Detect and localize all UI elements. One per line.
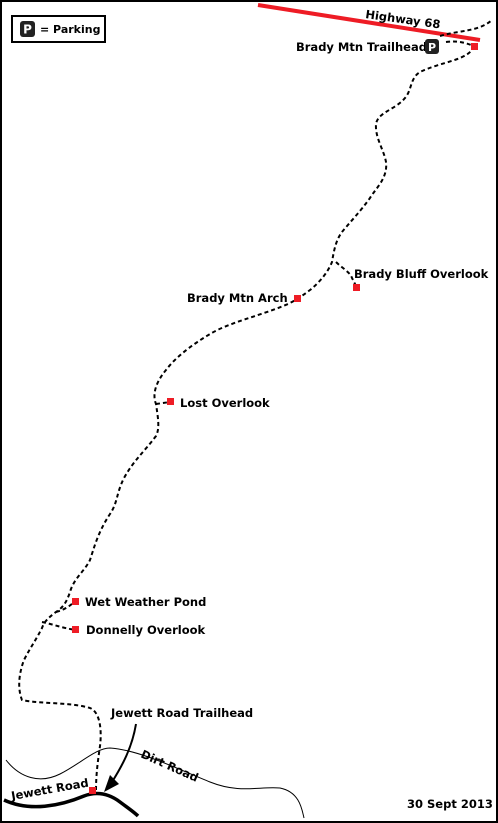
lost-overlook-label: Lost Overlook — [180, 396, 270, 410]
map-date: 30 Sept 2013 — [407, 797, 493, 811]
main-trail — [18, 45, 475, 791]
legend: P = Parking — [11, 15, 106, 43]
arch-label: Brady Mtn Arch — [187, 291, 288, 305]
bluff-overlook-marker — [353, 284, 360, 291]
dirt-road-label: Dirt Road — [139, 747, 201, 785]
trailhead-arrowhead — [104, 775, 119, 792]
legend-label: = Parking — [40, 23, 100, 36]
donnelly-overlook-marker — [72, 626, 79, 633]
arch-marker — [294, 295, 301, 302]
donnelly-overlook-label: Donnelly Overlook — [86, 623, 205, 637]
parking-icon — [20, 21, 35, 37]
trailhead-north-marker — [471, 43, 478, 50]
jewett-road — [3, 791, 140, 818]
trailhead-arrow-shaft — [111, 723, 137, 783]
bluff-overlook-label: Brady Bluff Overlook — [354, 267, 489, 281]
pond-label: Wet Weather Pond — [85, 595, 206, 609]
trailhead-south-label: Jewett Road Trailhead — [110, 706, 253, 720]
lost-overlook-marker — [167, 398, 174, 405]
highway-spur-trail — [439, 19, 493, 47]
trailhead-south-marker — [89, 787, 96, 794]
trailhead-parking-letter: P — [428, 41, 436, 54]
lost-overlook-spur — [155, 401, 171, 405]
donnelly-spur — [41, 621, 77, 631]
pond-spur — [55, 601, 75, 613]
bluff-overlook-spur — [335, 261, 357, 287]
trailhead-north-label: Brady Mtn Trailhead — [296, 40, 427, 54]
pond-marker — [72, 598, 79, 605]
dirt-road — [5, 747, 305, 819]
trailhead-parking-icon — [425, 39, 439, 54]
parking-icon-letter: P — [23, 23, 32, 37]
